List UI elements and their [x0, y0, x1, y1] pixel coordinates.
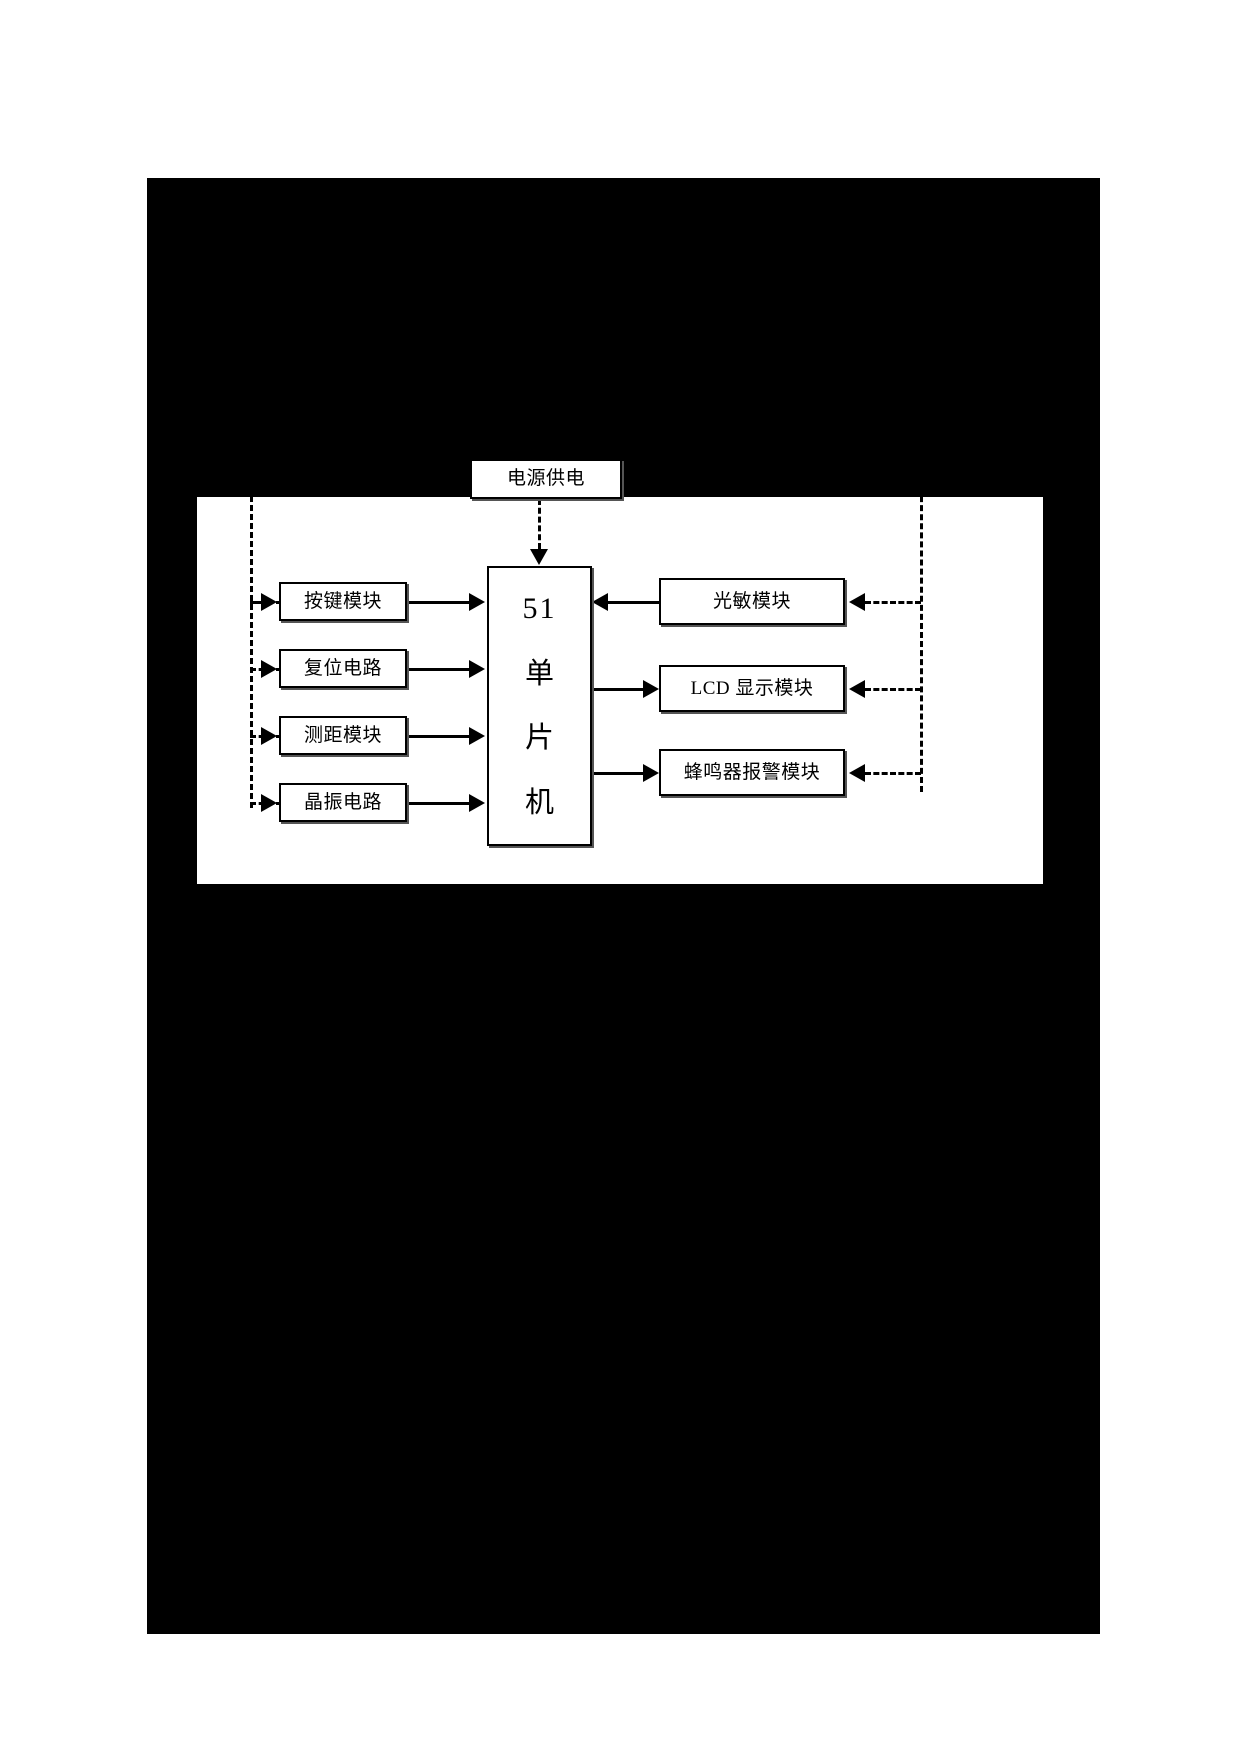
key-to-mcu-line — [407, 601, 471, 604]
block-photosensitive-module-label: 光敏模块 — [712, 590, 791, 612]
power-lcd-feed-arrow — [849, 680, 865, 698]
photosensor-to-mcu-line — [607, 601, 661, 604]
block-power-supply-label: 电源供电 — [506, 468, 585, 490]
reset-to-mcu-arrow — [469, 660, 485, 678]
block-lcd-display-module[interactable]: LCD 显示模块 — [659, 665, 845, 712]
block-ranging-module-label: 测距模块 — [303, 724, 382, 746]
power-buzzer-feed-line — [865, 772, 921, 775]
oscillator-to-mcu-line — [407, 802, 471, 805]
block-key-module-label: 按键模块 — [303, 590, 382, 612]
block-diagram-panel: 电源供电 51 单 片 机 按键模块 复位电路 测距模块 晶振电路 光敏模块 L… — [197, 459, 1043, 884]
block-crystal-oscillator-circuit-label: 晶振电路 — [303, 791, 382, 813]
block-key-module[interactable]: 按键模块 — [279, 582, 407, 621]
block-crystal-oscillator-circuit[interactable]: 晶振电路 — [279, 783, 407, 822]
power-bus-right-vertical — [920, 478, 923, 792]
reset-to-mcu-line — [407, 668, 471, 671]
power-photosensor-feed-arrow — [849, 593, 865, 611]
mcu-to-buzzer-line — [592, 772, 644, 775]
photosensor-to-mcu-arrow — [592, 593, 608, 611]
power-bus-top-right — [620, 478, 923, 481]
scanned-page-field — [147, 178, 1100, 1634]
power-distance-feed-arrow — [261, 727, 277, 745]
mcu-to-lcd-line — [592, 688, 644, 691]
block-mcu-label-char-1: 单 — [524, 657, 554, 690]
block-buzzer-alarm-module[interactable]: 蜂鸣器报警模块 — [659, 749, 845, 796]
distance-to-mcu-arrow — [469, 727, 485, 745]
power-reset-feed-arrow — [261, 660, 277, 678]
power-to-mcu-line — [538, 499, 541, 549]
block-lcd-display-module-label: LCD 显示模块 — [690, 677, 814, 699]
key-to-mcu-arrow — [469, 593, 485, 611]
block-mcu-label-number: 51 — [522, 591, 557, 625]
block-reset-circuit-label: 复位电路 — [303, 657, 382, 679]
power-to-mcu-arrow — [530, 549, 548, 565]
block-reset-circuit[interactable]: 复位电路 — [279, 649, 407, 688]
power-key-feed-arrow — [261, 593, 277, 611]
block-photosensitive-module[interactable]: 光敏模块 — [659, 578, 845, 625]
power-photosensor-feed-line — [865, 601, 921, 604]
mcu-to-lcd-arrow — [643, 680, 659, 698]
power-bus-left-vertical — [250, 478, 253, 808]
power-bus-top-left — [250, 478, 472, 481]
power-buzzer-feed-arrow — [849, 764, 865, 782]
power-lcd-feed-line — [865, 688, 921, 691]
distance-to-mcu-line — [407, 735, 471, 738]
block-buzzer-alarm-module-label: 蜂鸣器报警模块 — [683, 761, 821, 783]
mcu-to-buzzer-arrow — [643, 764, 659, 782]
block-microcontroller[interactable]: 51 单 片 机 — [487, 566, 592, 846]
block-mcu-label-char-2: 片 — [524, 722, 554, 755]
oscillator-to-mcu-arrow — [469, 794, 485, 812]
block-mcu-label-char-3: 机 — [524, 786, 554, 819]
block-ranging-module[interactable]: 测距模块 — [279, 716, 407, 755]
block-power-supply[interactable]: 电源供电 — [470, 459, 622, 499]
power-oscillator-feed-arrow — [261, 794, 277, 812]
